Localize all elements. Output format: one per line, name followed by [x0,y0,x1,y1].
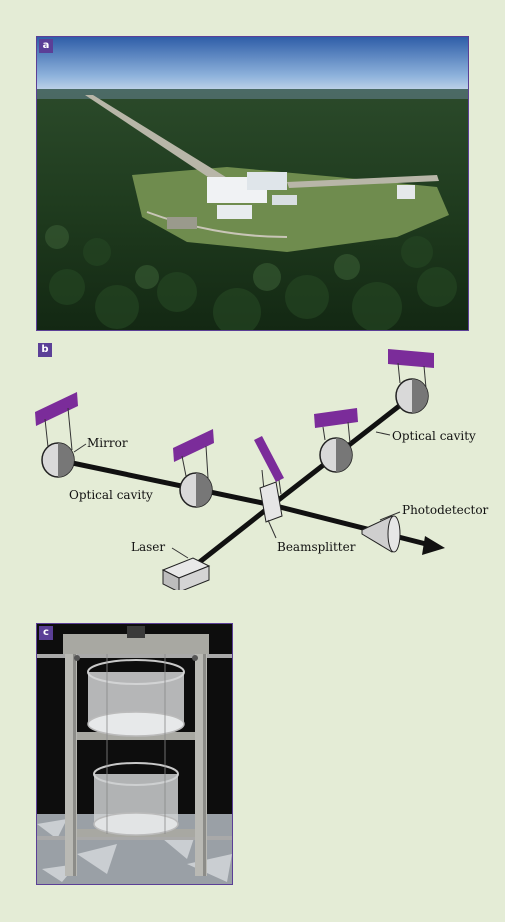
sky [37,37,468,93]
mirror-left-inner [173,429,214,508]
mirror-mount-photo [37,624,232,884]
mirror-left-end [35,392,78,478]
panel-c: c [36,623,233,885]
aerial-photo [37,37,468,330]
laser-box [161,557,211,590]
beamsplitter-mount [254,436,284,482]
interferometer-arm-long [85,95,229,183]
mirror-right-inner [314,408,358,473]
photodetector [361,515,401,553]
mirror-mount [35,392,78,426]
beam-output [271,502,431,548]
ring-lower-front [93,812,179,836]
panel-label-b: b [38,343,52,357]
interferometer-arm-short [287,175,439,188]
beam-left-arm [57,457,273,508]
optical-cavity-label-left: Optical cavity [69,488,153,502]
panel-a: a [36,36,469,331]
frame-top [63,634,209,654]
beamsplitter-label: Beamsplitter [277,540,356,554]
optical-cavity-label-right: Optical cavity [392,429,476,443]
panel-label-c: c [39,626,53,640]
mirror-label: Mirror [87,436,128,450]
laser-label: Laser [131,540,165,554]
mirror-right-end [388,349,434,414]
beam-laser [190,503,274,570]
output-arrowhead [422,536,445,555]
ring-upper-front [87,711,185,737]
interferometer-diagram: Mirror Optical cavity Optical cavity Pho… [35,349,489,590]
panel-label-a: a [39,39,53,53]
photodetector-label: Photodetector [402,503,489,517]
beamsplitter [259,481,283,523]
